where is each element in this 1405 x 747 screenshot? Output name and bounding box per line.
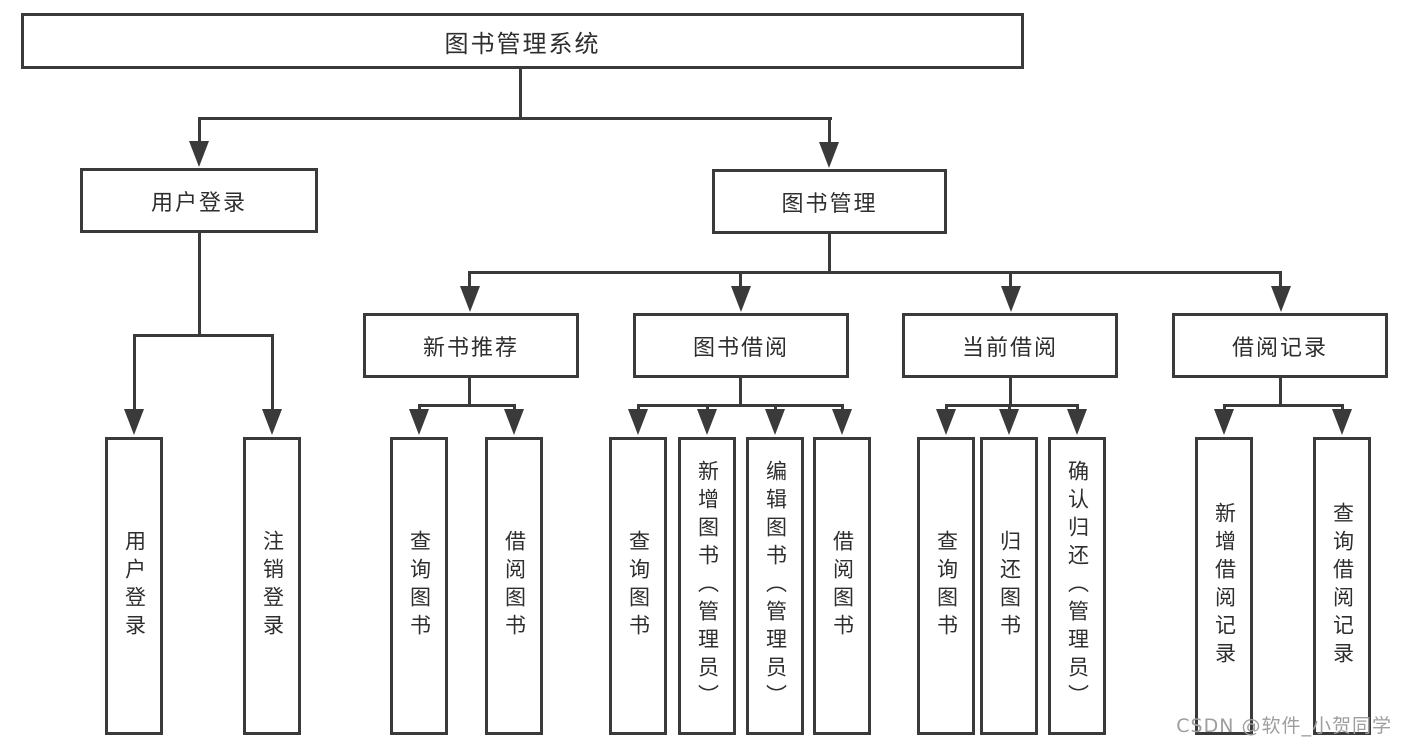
arrow-down-icon [999, 409, 1019, 435]
leaf-query-books-current: 查询图书 [917, 437, 975, 735]
connector-line [198, 117, 201, 144]
leaf-label: 借阅图书 [502, 530, 527, 642]
node-label: 当前借阅 [961, 335, 1058, 361]
leaf-label: 查询图书 [626, 530, 651, 642]
leaf-label: 编辑图书（管理员） [763, 460, 788, 712]
node-label: 借阅记录 [1231, 335, 1328, 361]
leaf-label: 注销登录 [260, 530, 285, 642]
connector-line [1009, 271, 1012, 288]
connector-line [271, 334, 274, 412]
leaf-label: 查询借阅记录 [1330, 502, 1355, 670]
leaf-borrow-books: 借阅图书 [813, 437, 871, 735]
connector-line [468, 376, 471, 406]
arrow-down-icon [832, 409, 852, 435]
node-new-book-recommend: 新书推荐 [363, 313, 579, 378]
leaf-query-borrow-record: 查询借阅记录 [1313, 437, 1371, 735]
connector-line [945, 404, 1078, 407]
arrow-down-icon [189, 141, 209, 167]
connector-line [739, 271, 742, 288]
node-book-borrow: 图书借阅 [633, 313, 849, 378]
arrow-down-icon [628, 409, 648, 435]
node-label: 图书管理 [781, 191, 878, 217]
leaf-label: 用户登录 [122, 530, 147, 642]
arrow-down-icon [460, 286, 480, 312]
leaf-add-books-admin: 新增图书（管理员） [678, 437, 736, 735]
leaf-query-books-recommend: 查询图书 [390, 437, 448, 735]
connector-line [739, 376, 742, 406]
arrow-down-icon [1332, 409, 1352, 435]
connector-line [198, 231, 201, 336]
node-label: 图书管理系统 [444, 29, 601, 58]
leaf-label: 借阅图书 [830, 530, 855, 642]
connector-line [828, 117, 831, 145]
arrow-down-icon [819, 142, 839, 168]
leaf-label: 确认归还（管理员） [1065, 460, 1090, 712]
connector-line [468, 271, 471, 288]
connector-line [828, 232, 831, 273]
node-current-borrow: 当前借阅 [902, 313, 1118, 378]
leaf-logout: 注销登录 [243, 437, 301, 735]
connector-line [133, 334, 136, 412]
node-label: 图书借阅 [692, 335, 789, 361]
arrow-down-icon [262, 409, 282, 435]
arrow-down-icon [1214, 409, 1234, 435]
leaf-edit-books-admin: 编辑图书（管理员） [746, 437, 804, 735]
leaf-label: 新增借阅记录 [1212, 502, 1237, 670]
leaf-add-borrow-record: 新增借阅记录 [1195, 437, 1253, 735]
leaf-label: 新增图书（管理员） [695, 460, 720, 712]
arrow-down-icon [697, 409, 717, 435]
node-label: 新书推荐 [422, 335, 519, 361]
arrow-down-icon [765, 409, 785, 435]
arrow-down-icon [1067, 409, 1087, 435]
csdn-watermark: CSDN @软件_小贺同学 [1176, 715, 1392, 737]
leaf-return-books: 归还图书 [980, 437, 1038, 735]
connector-line [133, 334, 274, 337]
connector-line [1223, 404, 1343, 407]
connector-line [519, 67, 522, 118]
arrow-down-icon [1271, 286, 1291, 312]
arrow-down-icon [409, 409, 429, 435]
connector-line [1279, 271, 1282, 288]
node-library-management-system: 图书管理系统 [21, 13, 1024, 69]
leaf-borrow-books-recommend: 借阅图书 [485, 437, 543, 735]
arrow-down-icon [124, 409, 144, 435]
node-borrow-records: 借阅记录 [1172, 313, 1388, 378]
leaf-user-login: 用户登录 [105, 437, 163, 735]
connector-line [1279, 376, 1282, 406]
leaf-label: 归还图书 [997, 530, 1022, 642]
node-label: 用户登录 [150, 190, 247, 216]
arrow-down-icon [936, 409, 956, 435]
connector-line [637, 404, 843, 407]
arrow-down-icon [504, 409, 524, 435]
connector-line [418, 404, 515, 407]
node-book-management: 图书管理 [712, 169, 947, 234]
leaf-confirm-return-admin: 确认归还（管理员） [1048, 437, 1106, 735]
leaf-label: 查询图书 [407, 530, 432, 642]
connector-line [198, 117, 832, 120]
node-user-login: 用户登录 [80, 168, 318, 233]
leaf-query-books-borrow: 查询图书 [609, 437, 667, 735]
connector-line [469, 271, 1282, 274]
arrow-down-icon [731, 286, 751, 312]
arrow-down-icon [1001, 286, 1021, 312]
connector-line [1009, 376, 1012, 406]
leaf-label: 查询图书 [934, 530, 959, 642]
